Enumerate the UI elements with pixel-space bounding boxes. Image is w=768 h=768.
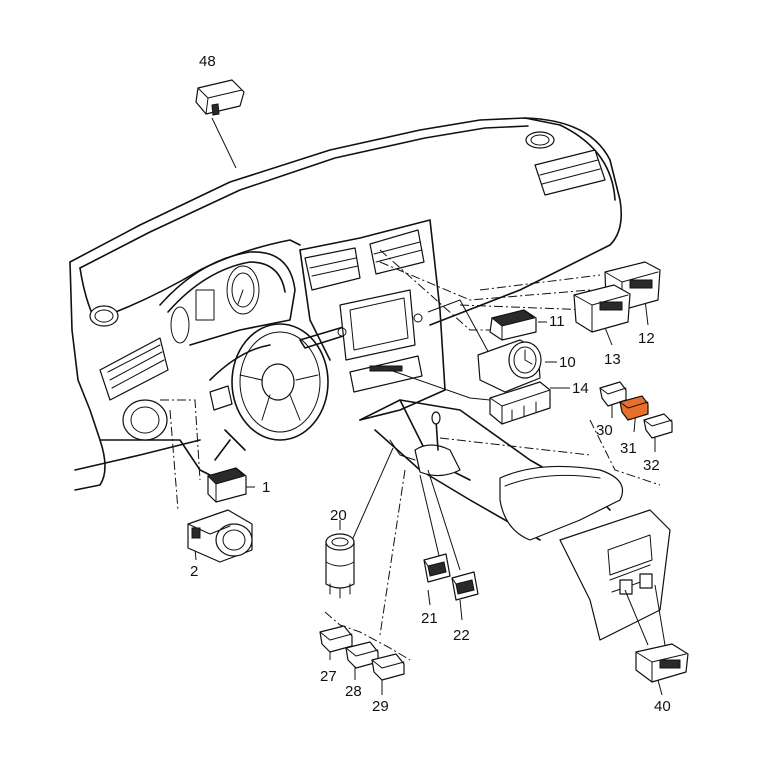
part-14-switch-bar <box>489 381 551 425</box>
label-13: 13 <box>604 351 621 368</box>
label-31: 31 <box>620 440 637 457</box>
part-2-light-switch <box>187 509 253 563</box>
label-29: 29 <box>372 698 389 715</box>
part-21-switch <box>423 553 451 583</box>
part-32-cap <box>643 413 673 439</box>
dashboard-body <box>69 117 671 641</box>
part-29-cap <box>371 653 405 681</box>
label-28: 28 <box>345 683 362 700</box>
label-22: 22 <box>453 627 470 644</box>
part-40-switch <box>635 643 689 683</box>
label-1: 1 <box>262 479 270 496</box>
part-31-cap-highlighted <box>619 395 649 421</box>
label-10: 10 <box>559 354 576 371</box>
part-27-cap <box>319 625 353 653</box>
label-20: 20 <box>330 507 347 524</box>
part-number-labels: 48 11 12 13 10 14 30 31 32 1 2 20 21 22 … <box>190 53 671 715</box>
label-12: 12 <box>638 330 655 347</box>
part-11-hazard-switch <box>489 309 537 341</box>
label-27: 27 <box>320 668 337 685</box>
leader-lines <box>160 117 666 696</box>
part-13-switch <box>573 284 631 333</box>
part-20-socket <box>325 533 355 599</box>
part-10-clock <box>477 339 542 393</box>
label-2: 2 <box>190 563 198 580</box>
label-21: 21 <box>421 610 438 627</box>
label-30: 30 <box>596 422 613 439</box>
label-40: 40 <box>654 698 671 715</box>
part-1-switch <box>207 467 247 503</box>
label-48: 48 <box>199 53 216 70</box>
label-11: 11 <box>549 313 565 330</box>
part-48-switch <box>195 79 245 116</box>
label-14: 14 <box>572 380 589 397</box>
label-32: 32 <box>643 457 660 474</box>
part-22-switch <box>451 571 479 601</box>
